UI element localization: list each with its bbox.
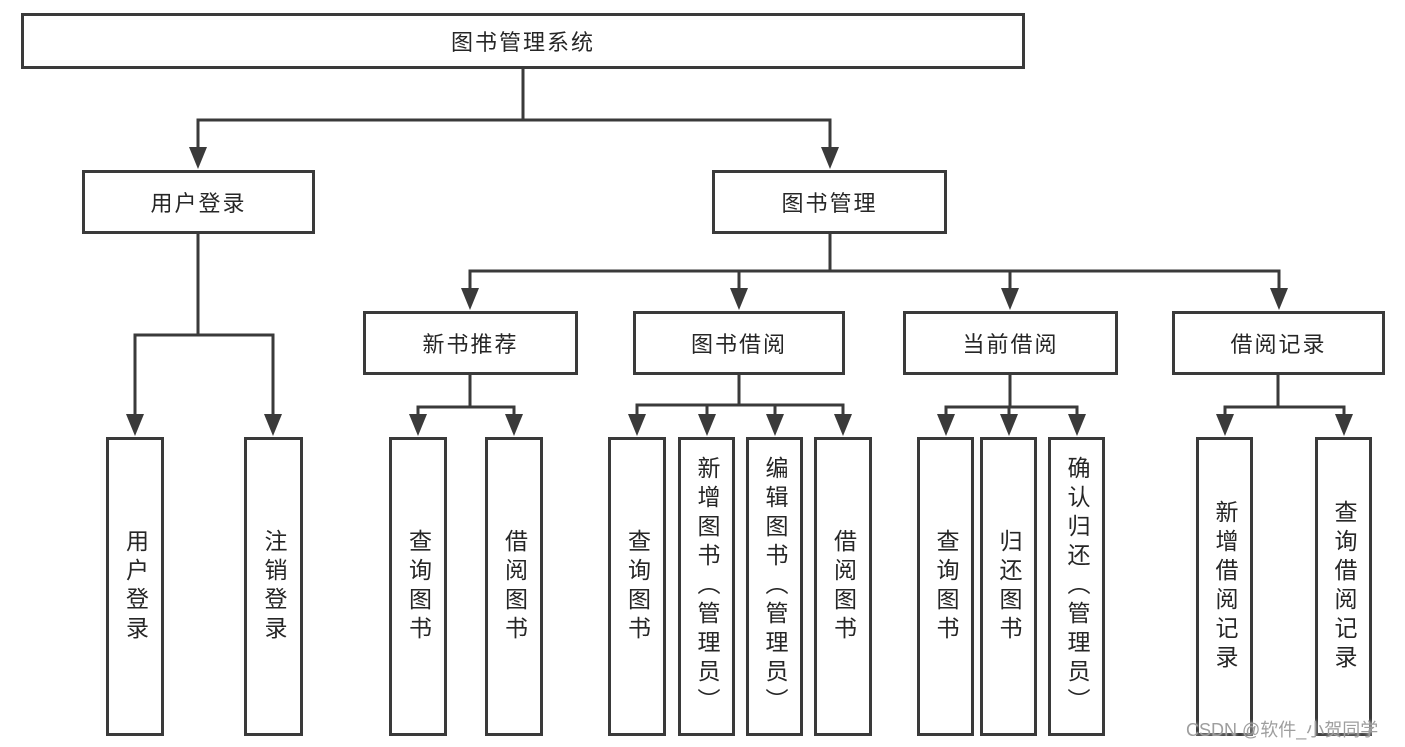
connector-lines [133,69,1346,420]
leaf-add-book-admin: 新增图书（管理员） [678,437,735,736]
arrow-down-icon [628,414,646,436]
arrow-down-icon [505,414,523,436]
csdn-watermark: CSDN @软件_小贺同学 [1186,720,1379,740]
node-label: 查询借阅记录 [1331,499,1357,674]
leaf-borrow-books: 借阅图书 [814,437,872,736]
arrow-down-icon [461,288,479,310]
arrow-down-icon [834,414,852,436]
node-label: 归还图书 [996,528,1022,645]
node-label: 新增借阅记录 [1212,499,1238,674]
arrow-down-icon [821,147,839,169]
arrow-down-icon [937,414,955,436]
node-current-borrowing: 当前借阅 [903,311,1118,375]
arrow-down-icon [1270,288,1288,310]
arrow-down-icon [409,414,427,436]
node-label: 新书推荐 [422,332,519,357]
arrow-down-icon [1000,414,1018,436]
node-new-book-recommend: 新书推荐 [363,311,578,375]
arrow-down-icon [189,147,207,169]
node-label: 图书借阅 [690,332,787,357]
arrow-down-icon [264,414,282,436]
node-label: 图书管理系统 [450,30,595,55]
node-book-borrowing: 图书借阅 [633,311,845,375]
node-label: 借阅图书 [501,528,528,645]
node-label: 图书管理 [781,191,878,216]
node-label: 用户登录 [122,528,149,645]
arrow-down-icon [126,414,144,436]
arrow-down-icon [1335,414,1353,436]
leaf-query-borrow-record: 查询借阅记录 [1315,437,1372,736]
node-user-login: 用户登录 [82,170,315,234]
node-label: 当前借阅 [962,332,1059,357]
node-borrow-records: 借阅记录 [1172,311,1385,375]
arrow-down-icon [1216,414,1234,436]
leaf-query-books-borrowing: 查询图书 [608,437,666,736]
node-label: 新增图书（管理员） [694,456,720,717]
leaf-query-books-recommend: 查询图书 [389,437,447,736]
leaf-add-borrow-record: 新增借阅记录 [1196,437,1253,736]
leaf-return-book: 归还图书 [980,437,1037,736]
arrowheads [126,147,1353,436]
arrow-down-icon [1068,414,1086,436]
node-library-management-system: 图书管理系统 [21,13,1025,69]
node-label: 借阅记录 [1230,332,1327,357]
node-label: 查询图书 [933,528,959,645]
node-label: 用户登录 [150,191,247,216]
leaf-user-login: 用户登录 [106,437,164,736]
arrow-down-icon [766,414,784,436]
leaf-borrow-books-recommend: 借阅图书 [485,437,543,736]
arrow-down-icon [730,288,748,310]
node-label: 借阅图书 [830,528,857,645]
leaf-edit-book-admin: 编辑图书（管理员） [746,437,803,736]
node-label: 查询图书 [405,528,432,645]
arrow-down-icon [698,414,716,436]
node-label: 确认归还（管理员） [1064,456,1090,717]
leaf-confirm-return-admin: 确认归还（管理员） [1048,437,1105,736]
node-label: 编辑图书（管理员） [762,456,788,717]
leaf-logout: 注销登录 [244,437,303,736]
node-book-management: 图书管理 [712,170,947,234]
node-label: 查询图书 [624,528,651,645]
arrow-down-icon [1001,288,1019,310]
node-label: 注销登录 [261,528,287,645]
leaf-query-books-current: 查询图书 [917,437,974,736]
